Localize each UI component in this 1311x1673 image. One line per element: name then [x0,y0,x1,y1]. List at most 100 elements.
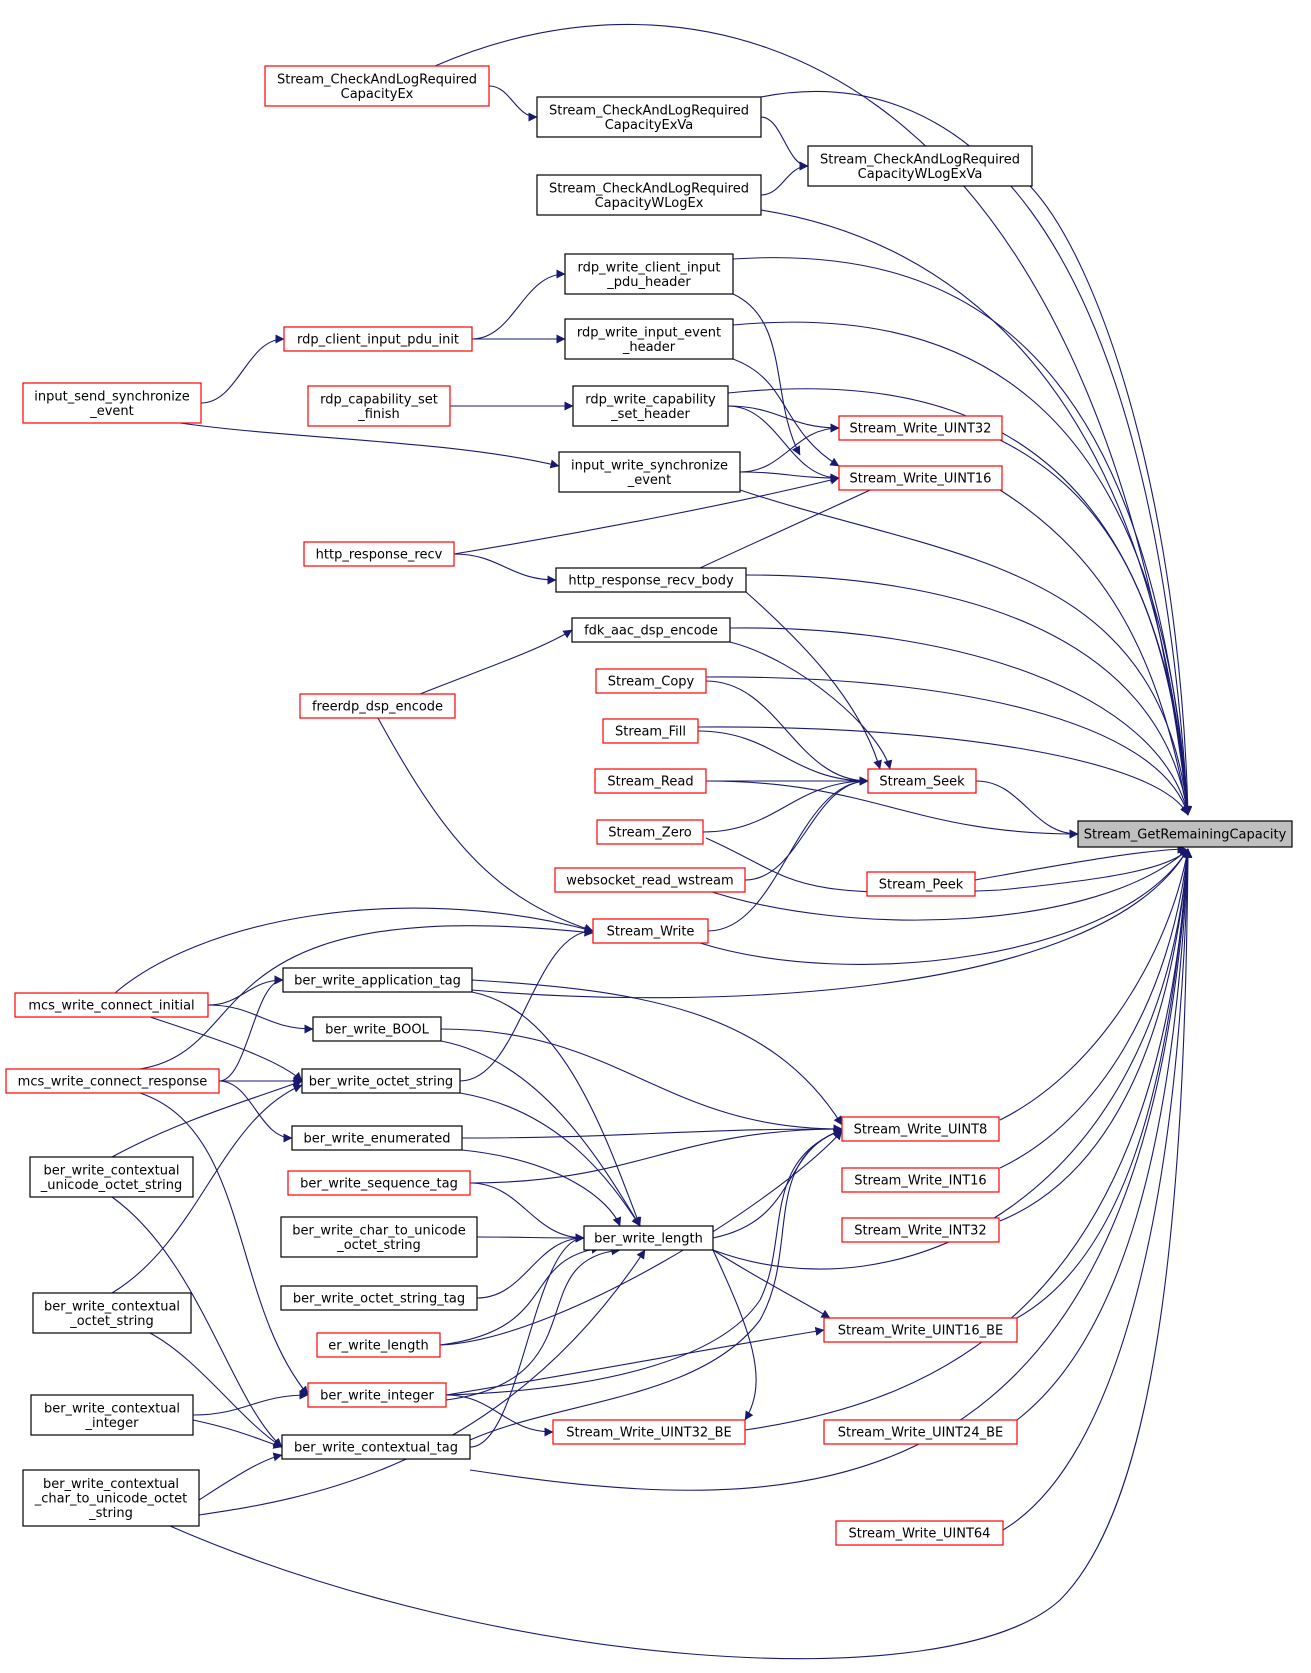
node-stream-getremainingcapacity[interactable]: Stream_GetRemainingCapacity [1077,820,1293,848]
edge-http-response-recv-to-stream-write-uint16 [453,475,840,555]
node-label: _octet_string [336,1238,421,1253]
node-ber-write-octet-string[interactable]: ber_write_octet_string [301,1068,461,1094]
node-ber-write-contextual-unicode-octet-string[interactable]: ber_write_contextual_unicode_octet_strin… [29,1156,194,1198]
node-stream-write-uint24-be[interactable]: Stream_Write_UINT24_BE [823,1419,1018,1445]
node-label: Stream_Copy [608,675,695,690]
node-label: Stream_Fill [615,725,686,740]
edge-ber-write-contextual-char-to-unicode-octet-string-to-stream-getremainingcapacity [169,848,1193,1660]
node-box [596,819,704,845]
edge-stream-copy-to-stream-seek [705,680,869,786]
node-stream-write-uint32[interactable]: Stream_Write_UINT32 [838,415,1003,441]
node-box [22,382,202,424]
node-box [558,451,741,493]
node-er-write-length[interactable]: er_write_length [316,1332,441,1358]
node-box [536,96,762,138]
node-rdp-write-input-event-header[interactable]: rdp_write_input_event_header [564,318,734,360]
node-http-response-recv-body[interactable]: http_response_recv_body [555,567,747,593]
node-stream-write[interactable]: Stream_Write [592,918,709,944]
node-stream-write-uint8[interactable]: Stream_Write_UINT8 [841,1116,1000,1142]
node-box [564,253,734,295]
node-label: mcs_write_connect_response [18,1075,208,1090]
node-box [299,693,456,719]
edge-stream-fill-to-stream-seek [697,730,869,786]
node-stream-copy[interactable]: Stream_Copy [595,668,707,694]
edge-stream-checkandlogrequiredcapacitywlogex-to-stream-getremainingcapacity [760,209,1192,816]
edge-er-write-length-to-ber-write-length [439,1244,601,1346]
node-label: _set_header [610,407,690,422]
edge-rdp-write-capability-set-header-to-stream-write-uint16 [727,405,840,483]
node-box [838,415,1003,441]
node-ber-write-contextual-tag[interactable]: ber_write_contextual_tag [281,1434,471,1460]
node-box [282,967,473,993]
node-http-response-recv[interactable]: http_response_recv [303,541,455,567]
node-label: _pdu_header [606,275,691,290]
node-stream-write-int16[interactable]: Stream_Write_INT16 [841,1167,1000,1193]
node-ber-write-application-tag[interactable]: ber_write_application_tag [282,967,473,993]
edge-ber-write-application-tag-to-stream-write-uint8 [471,979,843,1126]
edge-stream-write-int32-to-stream-getremainingcapacity [999,848,1192,1222]
node-box [595,668,707,694]
node-stream-fill[interactable]: Stream_Fill [602,718,699,744]
node-ber-write-contextual-integer[interactable]: ber_write_contextual_integer [30,1394,194,1436]
node-ber-write-length[interactable]: ber_write_length [583,1225,714,1251]
node-freerdp-dsp-encode[interactable]: freerdp_dsp_encode [299,693,456,719]
node-websocket-read-wstream[interactable]: websocket_read_wstream [554,867,746,893]
node-stream-peek[interactable]: Stream_Peek [866,871,976,897]
node-ber-write-contextual-char-to-unicode-octet-string[interactable]: ber_write_contextual_char_to_unicode_oct… [22,1469,200,1527]
node-box [29,1156,194,1198]
node-stream-seek[interactable]: Stream_Seek [867,768,977,794]
node-label: _string [88,1506,133,1521]
edge-ber-write-contextual-integer-to-ber-write-contextual-tag [192,1419,283,1449]
node-box [32,1292,192,1334]
node-label: Stream_Write_UINT32 [850,422,992,437]
node-label: rdp_write_capability [585,392,716,407]
node-ber-write-char-to-unicode-octet-string[interactable]: ber_write_char_to_unicode_octet_string [280,1216,478,1258]
node-stream-read[interactable]: Stream_Read [594,768,707,794]
node-stream-write-uint64[interactable]: Stream_Write_UINT64 [835,1520,1004,1546]
node-ber-write-sequence-tag[interactable]: ber_write_sequence_tag [287,1170,471,1196]
edge-input-write-synchronize-event-to-stream-write-uint16 [739,471,840,483]
node-input-send-synchronize-event[interactable]: input_send_synchronize_event [22,382,202,424]
node-label: ber_write_contextual [43,1163,179,1178]
node-ber-write-bool[interactable]: ber_write_BOOL [312,1016,442,1042]
node-stream-write-uint16[interactable]: Stream_Write_UINT16 [838,465,1003,491]
node-label: Stream_CheckAndLogRequired [549,103,749,118]
node-stream-write-uint32-be[interactable]: Stream_Write_UINT32_BE [552,1419,746,1445]
node-rdp-capability-set-finish[interactable]: rdp_capability_set_finish [307,385,451,427]
node-rdp-write-capability-set-header[interactable]: rdp_write_capability_set_header [572,385,729,427]
node-ber-write-integer[interactable]: ber_write_integer [307,1382,447,1408]
node-label: ber_write_contextual [43,1477,179,1492]
node-ber-write-contextual-octet-string[interactable]: ber_write_contextual_octet_string [32,1292,192,1334]
node-label: _integer [84,1416,139,1431]
edge-rdp-write-capability-set-header-to-stream-getremainingcapacity [727,388,1192,816]
node-stream-write-uint16-be[interactable]: Stream_Write_UINT16_BE [823,1317,1018,1343]
node-box [280,1285,478,1311]
node-stream-write-int32[interactable]: Stream_Write_INT32 [841,1217,1000,1243]
node-mcs-write-connect-initial[interactable]: mcs_write_connect_initial [14,992,209,1018]
node-fdk-aac-dsp-encode[interactable]: fdk_aac_dsp_encode [571,617,731,643]
edge-http-response-recv-to-http-response-recv-body [453,553,557,585]
node-box [301,1068,461,1094]
node-mcs-write-connect-response[interactable]: mcs_write_connect_response [5,1068,220,1094]
node-ber-write-octet-string-tag[interactable]: ber_write_octet_string_tag [280,1285,478,1311]
edge-rdp-write-capability-set-header-to-stream-write-uint32 [727,405,840,433]
node-box [307,385,451,427]
edge-input-send-synchronize-event-to-rdp-client-input-pdu-init [200,334,285,404]
node-rdp-client-input-pdu-init[interactable]: rdp_client_input_pdu_init [283,326,473,352]
edge-ber-write-integer-to-stream-write-uint16-be [445,1326,825,1396]
node-ber-write-enumerated[interactable]: ber_write_enumerated [291,1125,463,1151]
edge-stream-write-uint32-be-to-stream-getremainingcapacity [744,848,1192,1431]
edge-stream-write-uint8-to-stream-getremainingcapacity [999,848,1191,1121]
node-box [867,768,977,794]
node-rdp-write-client-input-pdu-header[interactable]: rdp_write_client_input_pdu_header [564,253,734,295]
edge-ber-write-bool-to-stream-write-uint8 [440,1028,843,1134]
node-input-write-synchronize-event[interactable]: input_write_synchronize_event [558,451,741,493]
node-stream-checkandlogrequiredcapacitywlogexva[interactable]: Stream_CheckAndLogRequiredCapacityWLogEx… [807,145,1033,187]
edge-http-response-recv-body-to-stream-getremainingcapacity [745,574,1192,816]
node-stream-zero[interactable]: Stream_Zero [596,819,704,845]
node-label: CapacityEx [341,87,414,102]
edge-freerdp-dsp-encode-to-fdk-aac-dsp-encode [419,629,573,695]
